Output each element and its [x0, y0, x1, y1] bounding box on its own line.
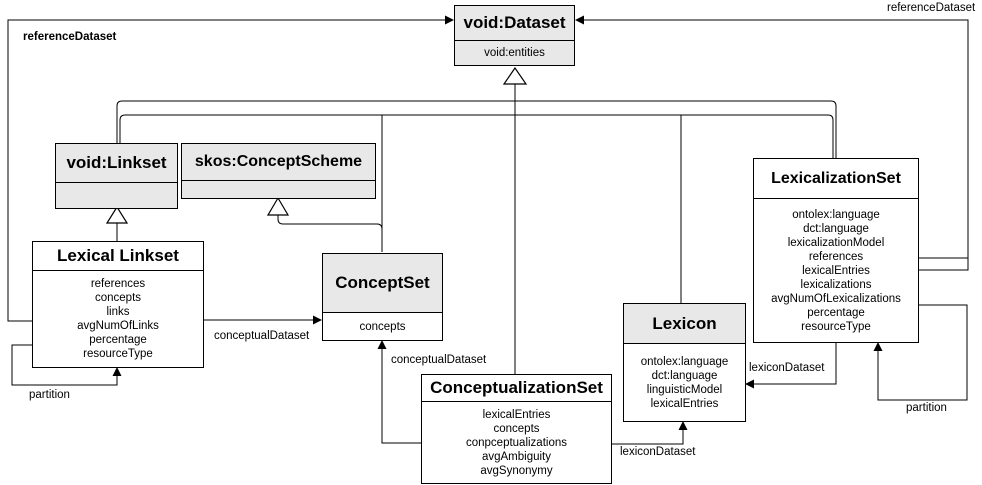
attribute: concepts: [94, 292, 142, 304]
class-box-skos-conceptscheme: skos:ConceptScheme: [181, 143, 376, 199]
attribute: concepts: [359, 320, 406, 333]
arrowhead-into-conceptset-bottom: [377, 340, 387, 349]
class-attributes: void:entities: [455, 41, 574, 65]
attribute: conpceptualizations: [465, 436, 567, 449]
class-attributes: references concepts links avgNumOfLinks perc…: [33, 271, 203, 367]
attribute: ontolex:language: [792, 208, 880, 221]
edge-lexicon-dataset-a: [611, 430, 684, 445]
attribute: lexicalEntries: [650, 397, 719, 410]
class-title: Lexicon: [624, 304, 745, 344]
attribute: concepts: [493, 422, 540, 435]
edge-label-conceptual-dataset-a: conceptualDataset: [213, 330, 311, 343]
class-box-lexical-linkset: Lexical Linkset references concepts links a…: [32, 241, 204, 368]
edge-lexicon-dataset-b: [754, 342, 837, 385]
class-attributes: [56, 183, 177, 208]
class-attributes: concepts: [323, 313, 442, 340]
attribute: percentage: [89, 334, 147, 346]
class-box-void-linkset: void:Linkset: [55, 143, 178, 209]
edge-partition-left: [11, 344, 118, 386]
arrowhead-into-conceptset-left: [313, 315, 322, 325]
class-attributes: [182, 181, 375, 198]
class-box-void-dataset: void:Dataset void:entities: [454, 5, 575, 66]
class-title: ConceptualizationSet: [422, 375, 611, 402]
attribute: avgNumOfLinks: [77, 320, 159, 332]
attribute: dct:language: [803, 222, 869, 235]
attribute: lexicalizationModel: [787, 236, 885, 249]
attribute: dct:language: [651, 369, 718, 382]
generalization-bus-lower: [119, 114, 834, 158]
class-title: skos:ConceptScheme: [182, 144, 375, 181]
attribute: void:entities: [484, 47, 545, 59]
gen-stem-skos: [277, 215, 383, 230]
attribute: lexicalizations: [800, 278, 872, 291]
attribute: avgNumOfLexicalizations: [771, 292, 901, 305]
arrowhead-into-void-dataset-left: [445, 15, 454, 25]
attribute: linguisticModel: [646, 383, 723, 396]
attribute: references: [90, 278, 146, 290]
arrowhead-into-void-dataset-right: [575, 15, 584, 25]
arrowhead-into-lexical-linkset-bottom: [112, 367, 122, 376]
edge-label-partition-left: partition: [28, 389, 71, 402]
attribute: ontolex:language: [640, 355, 729, 368]
class-title: ConceptSet: [323, 254, 442, 313]
edge-label-reference-dataset-left: referenceDataset: [22, 31, 118, 44]
attribute: percentage: [807, 306, 865, 319]
attribute: lexicalEntries: [802, 264, 870, 277]
edge-conceptual-dataset-b: [381, 349, 421, 444]
edge-label-conceptual-dataset-b: conceptualDataset: [390, 354, 488, 367]
arrowhead-into-lexicon-bottom: [678, 421, 688, 430]
edge-reference-dataset-left: [7, 19, 445, 322]
class-title: LexicalizationSet: [754, 159, 918, 199]
class-box-conceptset: ConceptSet concepts: [322, 253, 443, 341]
generalization-triangle-skos: [266, 196, 290, 216]
class-title: void:Linkset: [56, 144, 177, 183]
class-title: void:Dataset: [455, 6, 574, 41]
edge-label-lexicon-dataset-b: lexiconDataset: [748, 362, 826, 375]
attribute: resourceType: [83, 348, 153, 360]
arrowhead-into-lexicalizationset-bottom: [873, 342, 883, 351]
edge-label-reference-dataset-right: referenceDataset: [886, 2, 977, 15]
generalization-bus-upper: [116, 100, 837, 158]
attribute: references: [808, 250, 864, 263]
attribute: resourceType: [801, 320, 871, 333]
attribute: avgSynonymy: [480, 464, 553, 477]
attribute: links: [106, 306, 130, 318]
edge-label-lexicon-dataset-a: lexiconDataset: [619, 446, 697, 459]
attribute: lexicalEntries: [482, 408, 551, 421]
generalization-triangle-void-linkset: [105, 205, 129, 224]
generalization-triangle-void-dataset: [502, 66, 528, 85]
arrowhead-into-lexicon-right: [745, 379, 754, 389]
edge-partition-right: [877, 304, 968, 401]
class-title: Lexical Linkset: [33, 242, 203, 271]
edge-reference-dataset-right: [583, 19, 969, 271]
edge-label-partition-right: partition: [905, 402, 948, 415]
attribute: avgAmbiguity: [481, 450, 552, 463]
